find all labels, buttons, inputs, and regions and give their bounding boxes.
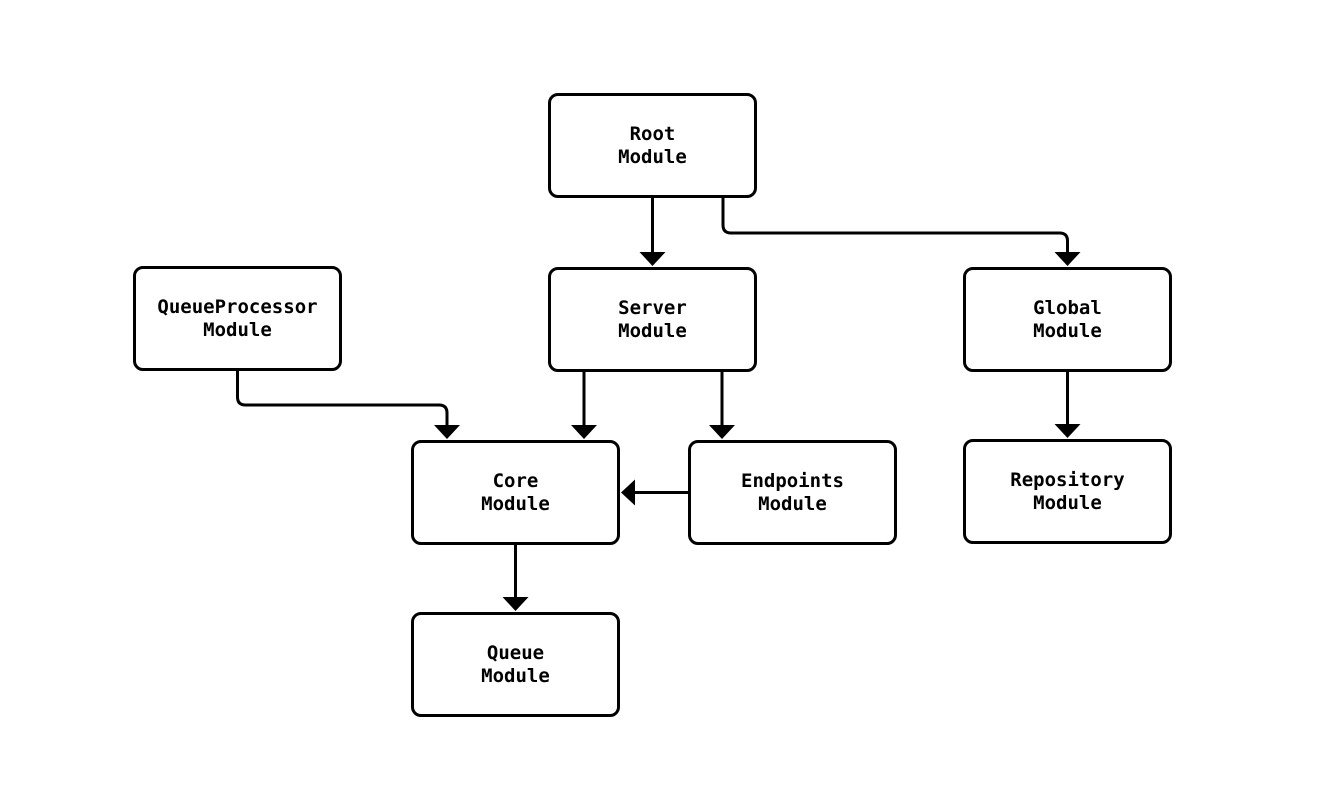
node-label-line: Module [758,492,827,515]
edge-endpoints-to-core [621,479,688,506]
node-repository-module: Repository Module [963,439,1172,544]
node-label-line: Module [618,319,687,342]
edge-root-to-global [721,198,1081,266]
edge-core-to-queue [502,545,529,611]
node-server-module: Server Module [548,267,757,372]
node-queueprocessor-module: QueueProcessor Module [133,266,342,371]
node-label-line: Queue [486,641,545,664]
node-label-line: Module [203,318,272,341]
node-label-line: Repository [1010,468,1125,491]
edge-server-to-core [571,372,597,439]
node-label-line: Module [618,145,687,168]
node-label-line: Module [1033,319,1102,342]
node-label-line: Global [1033,296,1102,319]
node-endpoints-module: Endpoints Module [688,440,897,545]
edge-server-to-endpoints [709,372,735,439]
edge-global-to-repository [1054,372,1081,438]
edge-queueprocessor-to-core [236,371,460,439]
node-label-line: Core [492,469,539,492]
node-queue-module: Queue Module [411,612,620,717]
arrowhead-down-icon [502,597,529,611]
node-root-module: Root Module [548,93,757,198]
arrowhead-down-icon [639,252,666,266]
arrowhead-down-icon [709,425,735,439]
node-label-line: Module [481,492,550,515]
arrowhead-down-icon [571,425,597,439]
arrowhead-down-icon [434,425,460,439]
node-core-module: Core Module [411,440,620,545]
node-label-line: Module [481,664,550,687]
node-label-line: Endpoints [741,469,844,492]
edge-root-to-server [639,198,666,266]
arrowhead-down-icon [1054,252,1081,266]
node-label-line: Module [1033,491,1102,514]
arrowhead-down-icon [1054,424,1081,438]
node-label-line: Root [629,122,676,145]
arrowhead-left-icon [621,479,635,506]
node-global-module: Global Module [963,267,1172,372]
node-label-line: Server [618,296,687,319]
node-label-line: QueueProcessor [157,295,318,318]
